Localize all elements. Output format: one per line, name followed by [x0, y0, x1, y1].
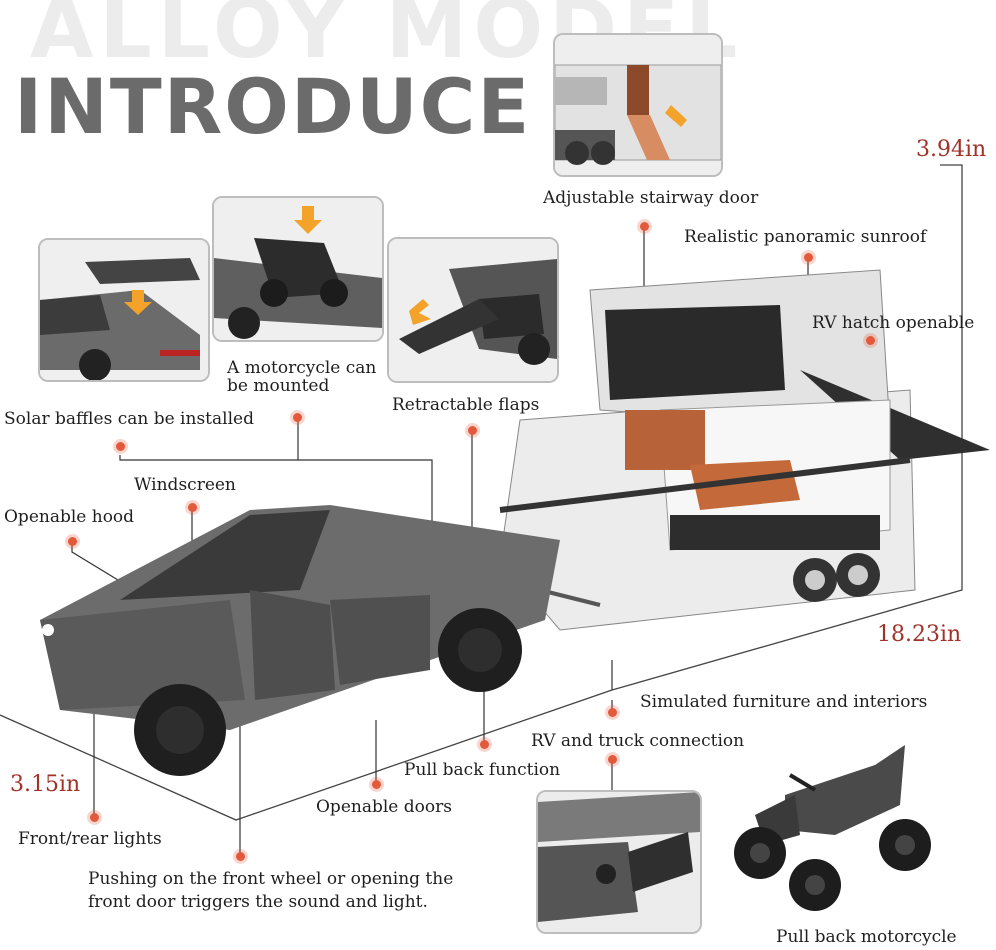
solar-label: Solar baffles can be installed: [4, 409, 254, 429]
connection-marker: [608, 755, 617, 764]
windscreen-marker: [188, 503, 197, 512]
sound-label-1: Pushing on the front wheel or opening th…: [88, 869, 454, 889]
solar-marker: [116, 442, 125, 451]
dimension-rv-height: 3.94in: [916, 137, 987, 162]
doors-marker: [372, 780, 381, 789]
flaps-marker: [468, 426, 477, 435]
dimension-length: 18.23in: [877, 622, 962, 647]
motorcycle-mount-label-1: A motorcycle can: [227, 358, 377, 378]
furniture-marker: [608, 708, 617, 717]
stairway-inset-image: [553, 33, 723, 177]
retractable-flaps-inset-image: [387, 237, 559, 383]
stairway-marker: [640, 222, 649, 231]
pull-back-label: Pull back function: [404, 760, 561, 780]
sunroof-label: Realistic panoramic sunroof: [684, 227, 927, 247]
connection-inset-image: [536, 790, 702, 934]
page-title: INTRODUCE: [14, 62, 532, 151]
pull-back-motorcycle-image: [734, 745, 931, 911]
truck-and-rv-image: [40, 269, 990, 776]
sound-marker: [236, 852, 245, 861]
motorcycle-mount-label-2: be mounted: [227, 376, 330, 396]
flaps-label: Retractable flaps: [392, 395, 540, 415]
dimension-truck-height: 3.15in: [10, 772, 81, 797]
pull-back-motorcycle-label: Pull back motorcycle: [776, 927, 957, 947]
lights-marker: [90, 813, 99, 822]
pull-back-marker: [480, 740, 489, 749]
hood-label: Openable hood: [4, 507, 135, 527]
sound-label-2: front door triggers the sound and light.: [88, 892, 428, 912]
furniture-label: Simulated furniture and interiors: [640, 692, 928, 712]
motorcycle-mount-inset-image: [212, 196, 384, 342]
doors-label: Openable doors: [316, 797, 452, 817]
stairway-label: Adjustable stairway door: [543, 188, 759, 208]
sunroof-marker: [804, 253, 813, 262]
hood-marker: [68, 537, 77, 546]
solar-baffles-inset-image: [38, 238, 210, 382]
windscreen-label: Windscreen: [134, 475, 236, 495]
lights-label: Front/rear lights: [18, 829, 162, 849]
motorcycle-mount-marker: [293, 413, 302, 422]
rv-hatch-marker: [866, 336, 875, 345]
connection-label: RV and truck connection: [531, 731, 745, 751]
rv-hatch-label: RV hatch openable: [812, 313, 975, 333]
